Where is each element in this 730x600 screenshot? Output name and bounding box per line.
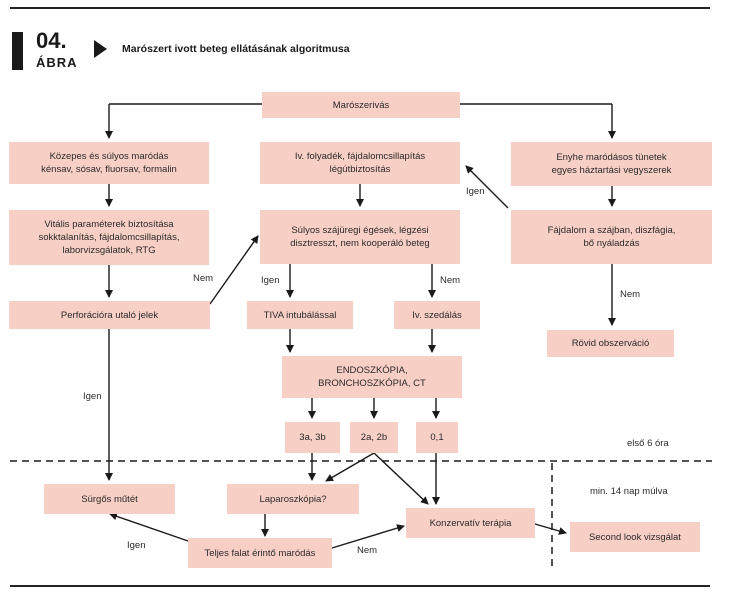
label-nem-obs: Nem — [620, 289, 641, 300]
node-grade-0: 0,1 — [416, 422, 458, 453]
node-perforation: Perforációra utaló jelek — [9, 301, 210, 329]
label-nem-sedation: Nem — [440, 275, 461, 286]
node-start: Marószerivás — [262, 92, 460, 118]
node-vitals: Vitális paraméterek biztosítása sokktala… — [9, 210, 209, 265]
edge-cons-second — [534, 523, 567, 535]
label-min-14: min. 14 nap múlva — [590, 486, 668, 497]
edge-g2-lap — [325, 452, 375, 482]
label-igen-mild: Igen — [466, 186, 485, 197]
node-grade-3: 3a, 3b — [285, 422, 340, 453]
node-short-obs: Rövid obszerváció — [547, 330, 674, 357]
node-urgent-surgery: Sürgős műtét — [44, 484, 175, 514]
label-first-6h: első 6 óra — [627, 438, 669, 449]
node-mild: Enyhe maródásos tünetek egyes háztartási… — [511, 142, 712, 186]
edge-full-urgent — [109, 512, 189, 542]
node-second-look: Second look vizsgálat — [570, 522, 700, 552]
node-full-wall: Teljes falat érintő maródás — [188, 538, 332, 568]
node-conservative: Konzervatív terápia — [406, 508, 535, 538]
label-igen-tiva: Igen — [261, 275, 280, 286]
label-igen-full: Igen — [127, 540, 146, 551]
edge-pain-ivfluid — [465, 165, 509, 209]
top-rule — [10, 7, 710, 9]
node-airway: Súlyos szájüregi égések, légzési disztre… — [260, 210, 460, 264]
node-pain: Fájdalom a szájban, diszfágia, bő nyálad… — [511, 210, 712, 264]
label-nem-perforation: Nem — [193, 273, 214, 284]
node-endoscopy: ENDOSZKÓPIA, BRONCHOSZKÓPIA, CT — [282, 356, 462, 398]
figure-word: ÁBRA — [36, 55, 78, 70]
node-laparoscopy: Laparoszkópia? — [227, 484, 359, 514]
label-igen-perforation: Igen — [83, 391, 102, 402]
node-severe: Közepes és súlyos maródás kénsav, sósav,… — [9, 142, 209, 184]
edge-perf-airway — [209, 235, 259, 305]
label-nem-full: Nem — [357, 545, 378, 556]
edge-full-cons — [331, 524, 405, 549]
bottom-rule — [10, 585, 710, 587]
figure-number: 04. — [36, 28, 67, 53]
title-arrow-icon — [94, 40, 107, 58]
node-tiva: TIVA intubálással — [247, 301, 353, 329]
node-iv-fluid: Iv. folyadék, fájdalomcsillapítás légútb… — [260, 142, 460, 184]
node-sedation: Iv. szedálás — [394, 301, 480, 329]
figure-marker-bar — [12, 32, 23, 70]
figure-title: Marószert ivott beteg ellátásának algori… — [122, 43, 350, 55]
node-grade-2: 2a, 2b — [350, 422, 398, 453]
